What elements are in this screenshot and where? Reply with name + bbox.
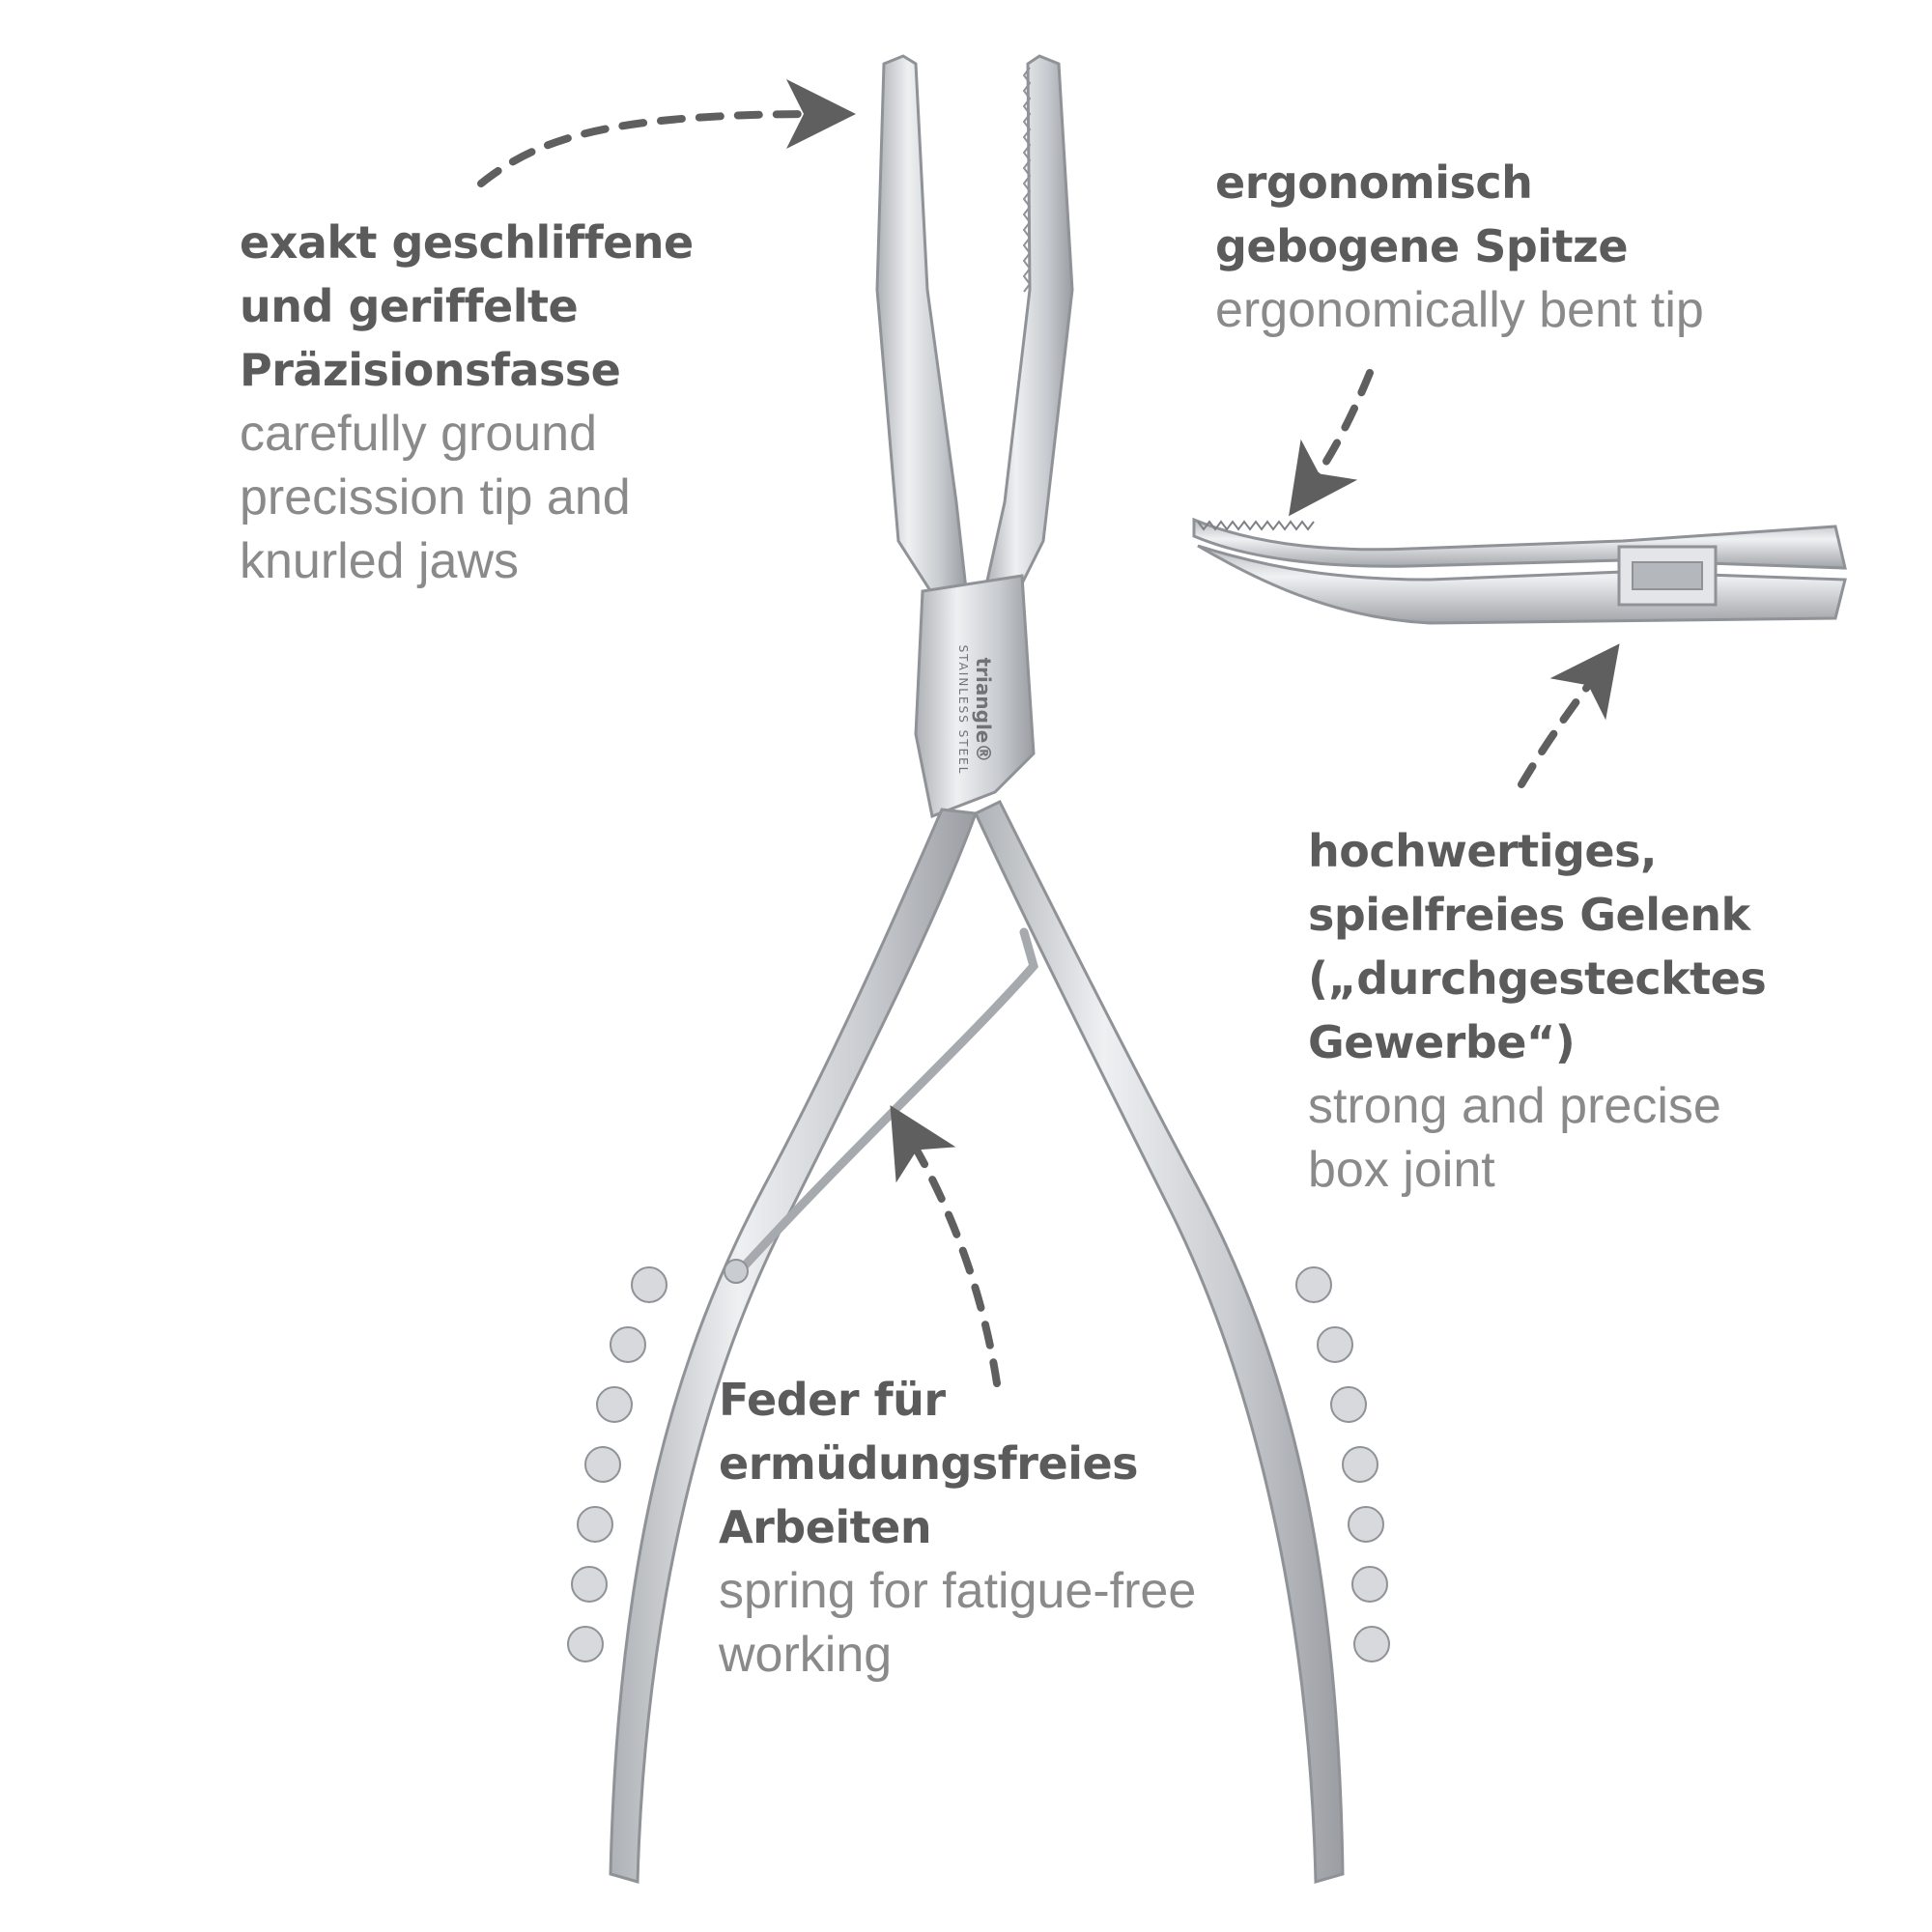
callout-precision-jaws: exakt geschliffene und geriffelte Präzis… — [240, 211, 742, 593]
box-joint — [914, 574, 1036, 819]
left-grip-ridges — [567, 1266, 668, 1662]
callout-spring: Feder für ermüdungsfreies Arbeiten sprin… — [719, 1368, 1337, 1687]
brand-stamp: triangle® STAINLESS STEEL — [927, 642, 995, 778]
spring-rivet — [724, 1259, 749, 1284]
callout-jaws-heading: exakt geschliffene und geriffelte Präzis… — [240, 216, 694, 396]
leaf-spring — [731, 927, 1039, 1280]
callout-joint-body: strong and precise box joint — [1308, 1078, 1721, 1198]
callout-tip-body: ergonomically bent tip — [1215, 282, 1704, 338]
dashed-curved-arrow-icon — [477, 79, 1620, 1387]
bent-tip-detail — [1192, 517, 1847, 625]
brand-logo: triangle® — [972, 657, 995, 763]
callout-bent-tip: ergonomisch gebogene Spitze ergonomicall… — [1215, 151, 1756, 342]
callout-spring-heading: Feder für ermüdungsfreies Arbeiten — [719, 1374, 1139, 1553]
left-handle — [609, 808, 979, 1884]
right-handle — [974, 800, 1345, 1884]
callout-joint-heading: hochwertiges, spielfreies Gelenk („durch… — [1308, 825, 1767, 1068]
callout-spring-body: spring for fatigue-free working — [719, 1563, 1197, 1683]
jaw-serrations — [1022, 67, 1032, 293]
right-jaw — [983, 54, 1074, 611]
callout-box-joint: hochwertiges, spielfreies Gelenk („durch… — [1308, 819, 1810, 1202]
callout-tip-heading: ergonomisch gebogene Spitze — [1215, 156, 1629, 272]
right-grip-ridges — [1295, 1266, 1390, 1662]
brand-stamp-text: STAINLESS STEEL — [956, 644, 970, 776]
callout-jaws-body: carefully ground precission tip and knur… — [240, 406, 631, 589]
left-jaw — [875, 54, 968, 611]
